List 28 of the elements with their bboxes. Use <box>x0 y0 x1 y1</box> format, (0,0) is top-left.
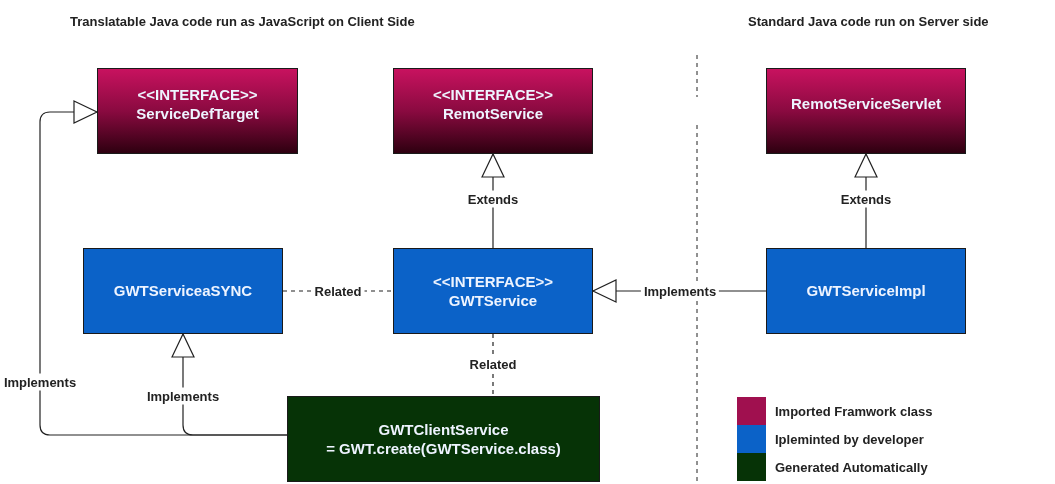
class-name: = GWT.create(GWTService.class) <box>326 439 561 459</box>
edge-label: Implements <box>640 282 720 300</box>
arrow <box>39 100 288 436</box>
class-stereotype: GWTClientService <box>378 419 509 439</box>
class-name: GWTServiceImpl <box>806 281 926 301</box>
class-box <box>393 248 593 334</box>
legend-text: Imported Framwork class <box>775 403 933 419</box>
class-stereotype: <<INTERFACE>> <box>432 84 553 104</box>
class-box <box>287 396 600 482</box>
class-box <box>766 68 966 154</box>
class-name: ServiceDefTarget <box>136 104 259 124</box>
class-box <box>83 248 283 334</box>
legend-text: Ipleminted by developer <box>775 431 924 447</box>
class-box <box>766 248 966 334</box>
class-name: GWTService <box>448 291 538 311</box>
class-stereotype: <<INTERFACE>> <box>137 84 258 104</box>
section-heading: Standard Java code run on Server side <box>748 14 989 29</box>
class-box <box>393 68 593 154</box>
class-box <box>97 68 298 154</box>
arrow <box>854 153 878 249</box>
class-name: GWTServiceaSYNC <box>113 281 253 301</box>
class-name: RemotService <box>442 104 544 124</box>
class-name: RemotServiceServlet <box>790 94 942 114</box>
dashed-connector <box>492 333 494 397</box>
class-stereotype: <<INTERFACE>> <box>432 271 553 291</box>
arrow <box>481 153 505 249</box>
legend-text: Generated Automatically <box>775 459 928 475</box>
section-heading: Translatable Java code run as JavaScript on Client Side <box>70 14 415 29</box>
